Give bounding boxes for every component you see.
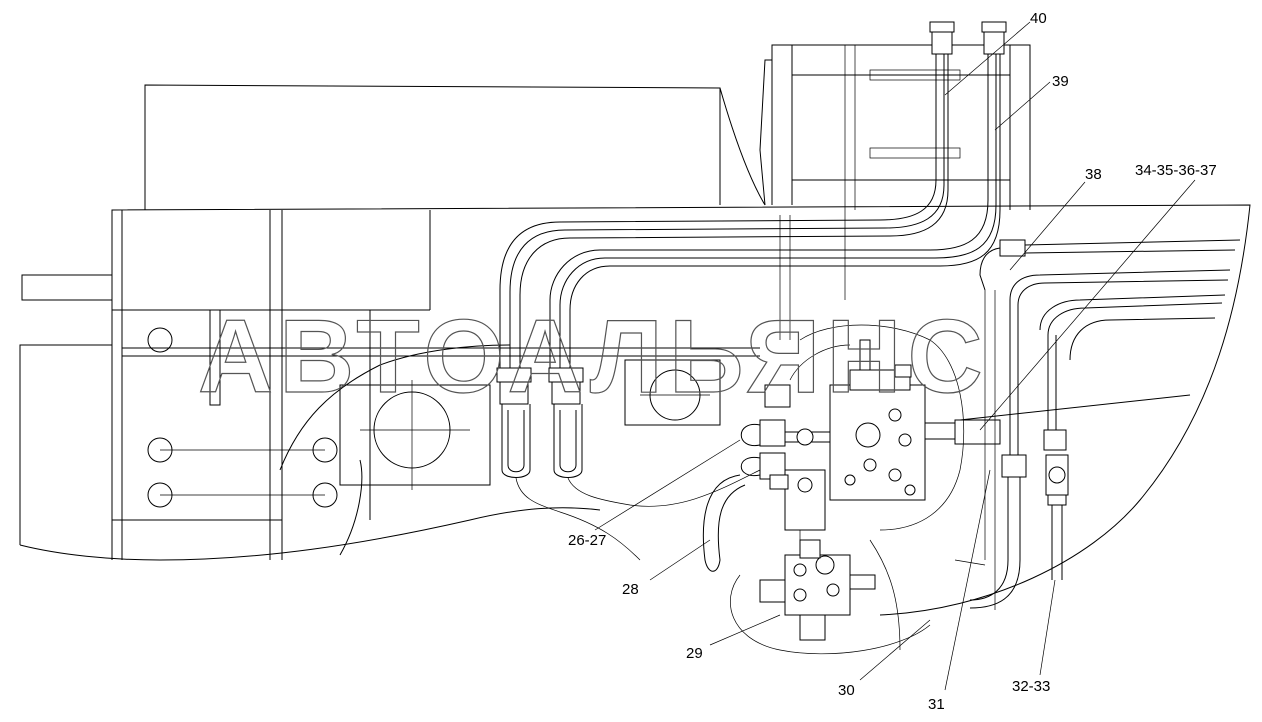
second-block — [624, 359, 721, 426]
callout-31: 31 — [928, 696, 945, 713]
pump-block — [279, 344, 511, 556]
callout-39: 39 — [1052, 73, 1069, 90]
callout-38: 38 — [1085, 166, 1102, 183]
right-pipes — [954, 239, 1241, 610]
pipe-group-40-39 — [496, 21, 1007, 561]
callout-30: 30 — [838, 682, 855, 699]
callout-32-33: 32-33 — [1012, 678, 1050, 695]
mounting-plate-left — [147, 309, 338, 508]
main-valve-block — [740, 324, 1001, 531]
callout-26-27: 26-27 — [568, 532, 606, 549]
callout-34-37: 34-35-36-37 — [1135, 162, 1217, 179]
leader-lines — [594, 21, 1196, 691]
callout-29: 29 — [686, 645, 703, 662]
chassis-frame — [19, 44, 1251, 616]
callout-28: 28 — [622, 581, 639, 598]
callout-labels: 40 39 38 34-35-36-37 26-27 28 29 30 31 3… — [568, 10, 1217, 713]
shaft — [122, 347, 760, 357]
callout-40: 40 — [1030, 10, 1047, 27]
watermark-text: АВТОАЛЬЯНС — [198, 299, 989, 415]
lower-valve-block — [702, 474, 931, 655]
